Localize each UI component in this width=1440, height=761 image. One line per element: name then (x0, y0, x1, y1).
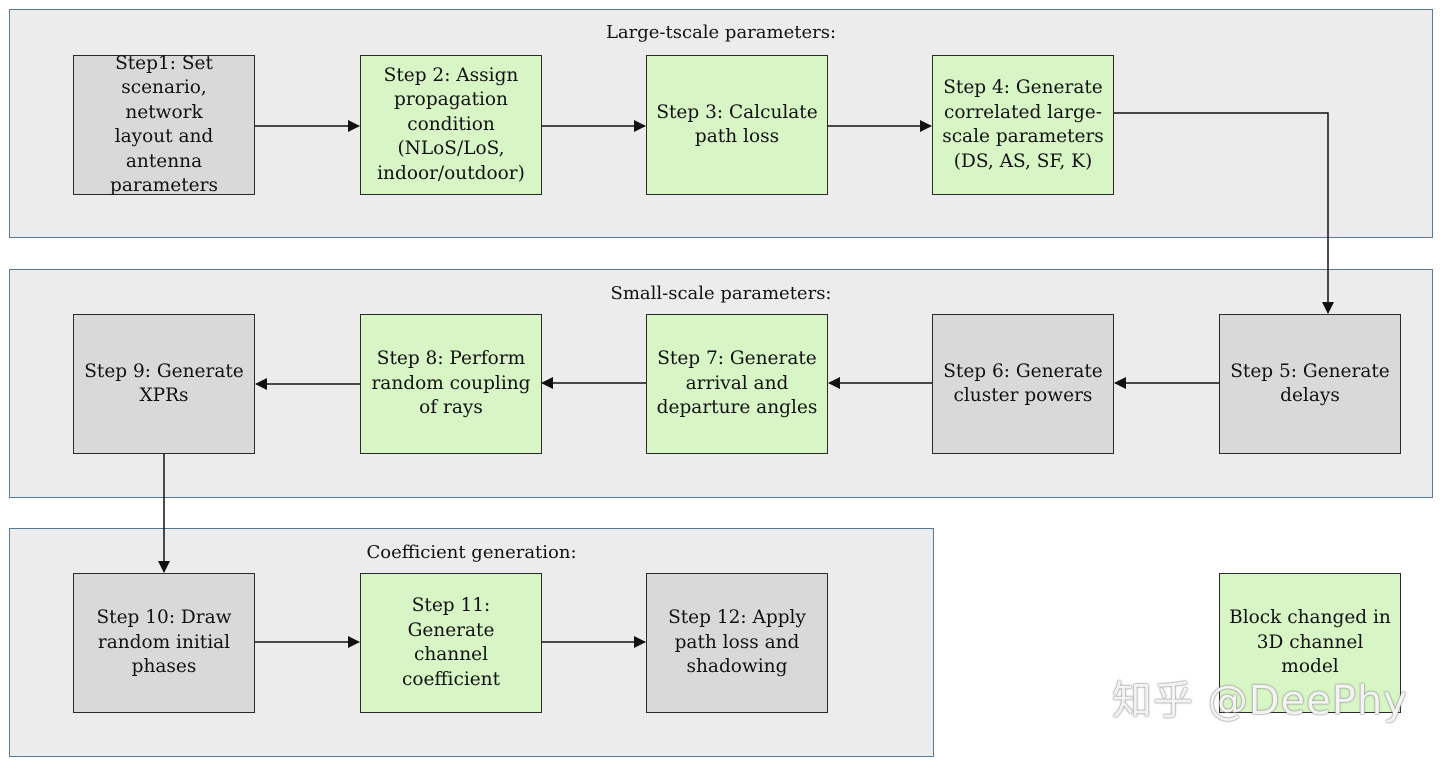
step-1-box: Step1: Set scenario, network layout and … (73, 53, 255, 196)
step-11-label: Step 11: Generate channel coefficient (401, 595, 501, 690)
step-7-box: Step 7: Generate arrival and departure a… (646, 314, 828, 454)
step-1-label: Step1: Set scenario, network layout and … (110, 52, 218, 197)
arrow-step4-step5 (1114, 112, 1334, 314)
step-4-box: Step 4: Generate correlated large- scale… (932, 55, 1114, 195)
coefficient-title: Coefficient generation: (366, 542, 577, 563)
step-3-box: Step 3: Calculate path loss (646, 55, 828, 195)
step-9-box: Step 9: Generate XPRs (73, 314, 255, 454)
step-6-label: Step 6: Generate cluster powers (943, 360, 1103, 407)
step-12-box: Step 12: Apply path loss and shadowing (646, 573, 828, 713)
step-10-box: Step 10: Draw random initial phases (73, 573, 255, 713)
step-6-box: Step 6: Generate cluster powers (932, 314, 1114, 454)
step-12-label: Step 12: Apply path loss and shadowing (668, 607, 806, 678)
watermark-text: 知乎 @DeePhy (1112, 678, 1408, 724)
step-11-box: Step 11: Generate channel coefficient (360, 573, 542, 713)
large-scale-title: Large-tscale parameters: (605, 22, 837, 43)
legend-label: Block changed in 3D channel model (1229, 607, 1391, 678)
step-7-label: Step 7: Generate arrival and departure a… (656, 348, 818, 419)
step-8-label: Step 8: Perform random coupling of rays (371, 348, 531, 419)
step-8-box: Step 8: Perform random coupling of rays (360, 314, 542, 454)
small-scale-title: Small-scale parameters: (610, 283, 832, 304)
step-5-label: Step 5: Generate delays (1230, 360, 1390, 407)
legend-changed-block: Block changed in 3D channel model (1219, 573, 1401, 713)
step-3-label: Step 3: Calculate path loss (656, 101, 818, 148)
step-2-box: Step 2: Assign propagation condition (NL… (360, 55, 542, 195)
step-4-label: Step 4: Generate correlated large- scale… (942, 77, 1104, 172)
step-9-label: Step 9: Generate XPRs (84, 360, 244, 407)
step-2-label: Step 2: Assign propagation condition (NL… (377, 64, 525, 184)
step-5-box: Step 5: Generate delays (1219, 314, 1401, 454)
step-10-label: Step 10: Draw random initial phases (96, 607, 232, 678)
